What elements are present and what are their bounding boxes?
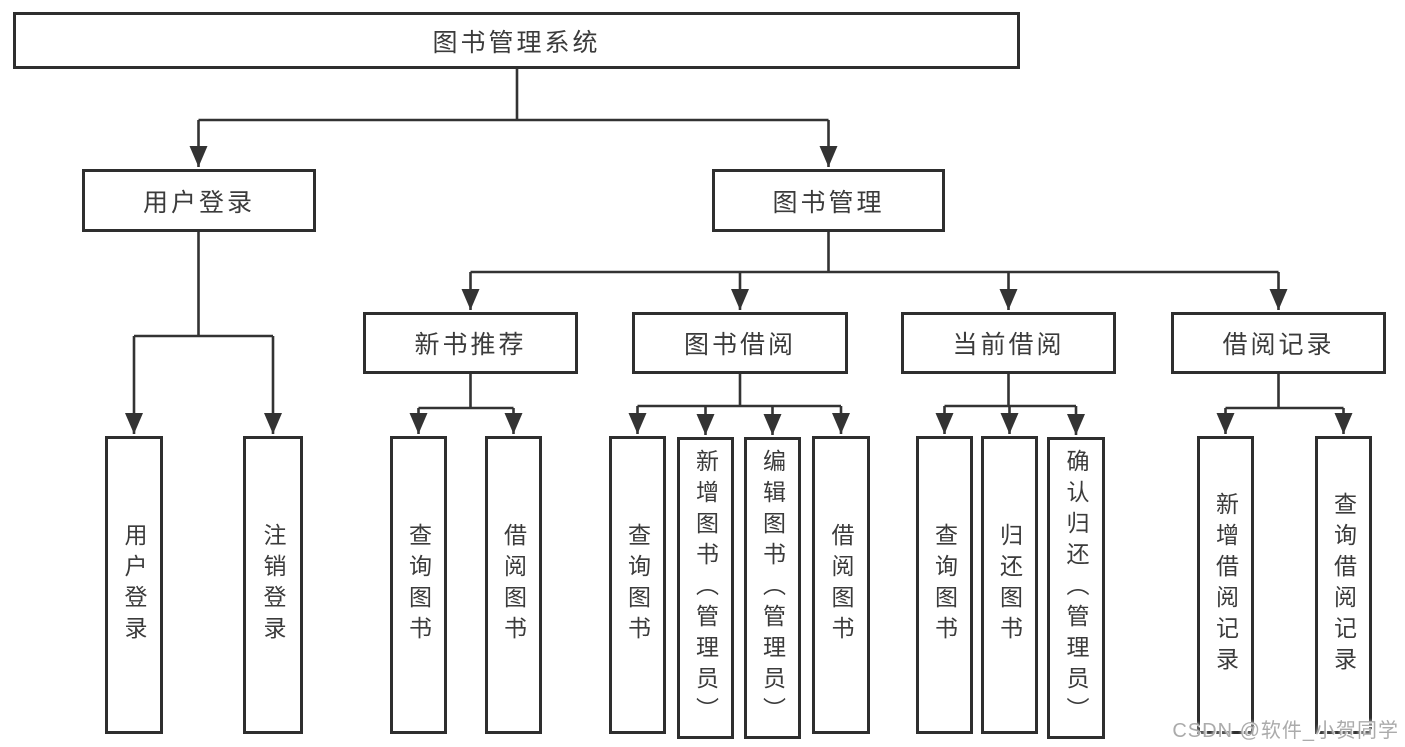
csdn-watermark: CSDN @软件_小贺同学: [1172, 720, 1399, 742]
node-book-management: 图书管理: [712, 169, 945, 232]
node-cb-confirm-return: 确认归还（管理员）: [1047, 437, 1105, 739]
node-bb-add-books: 新增图书（管理员）: [677, 437, 734, 739]
node-br-query-record: 查询借阅记录: [1315, 436, 1372, 734]
node-borrowing-records: 借阅记录: [1171, 312, 1386, 374]
node-rec-query-books: 查询图书: [390, 436, 447, 734]
node-bb-query-books: 查询图书: [609, 436, 666, 734]
node-user-login: 用户登录: [82, 169, 316, 232]
node-rec-borrow-books: 借阅图书: [485, 436, 542, 734]
node-br-add-record: 新增借阅记录: [1197, 436, 1254, 734]
node-cb-query-books: 查询图书: [916, 436, 973, 734]
node-root: 图书管理系统: [13, 12, 1020, 69]
node-cb-return-books: 归还图书: [981, 436, 1038, 734]
node-new-book-recommend: 新书推荐: [363, 312, 578, 374]
node-bb-edit-books: 编辑图书（管理员）: [744, 437, 801, 739]
node-logout: 注销登录: [243, 436, 303, 734]
node-login: 用户登录: [105, 436, 163, 734]
node-bb-borrow-books: 借阅图书: [812, 436, 870, 734]
node-book-borrowing: 图书借阅: [632, 312, 848, 374]
node-current-borrowing: 当前借阅: [901, 312, 1116, 374]
